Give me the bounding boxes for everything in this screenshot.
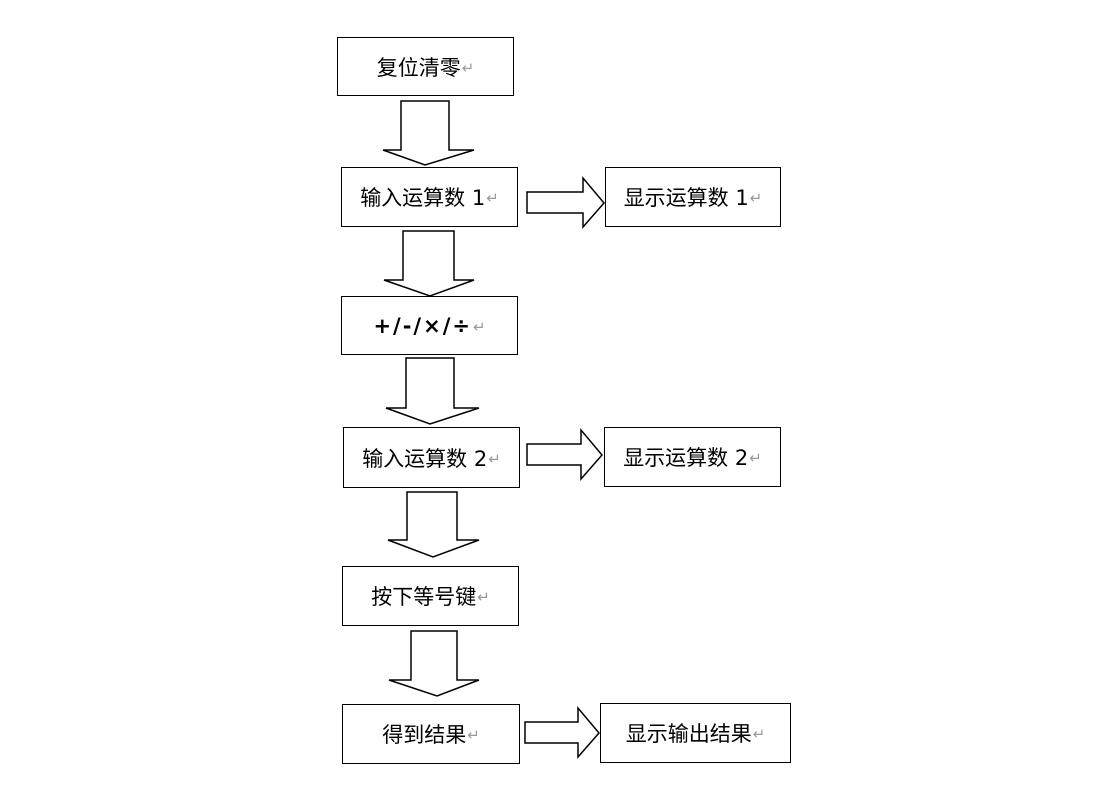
node-operator-label: +/-/×/÷ bbox=[373, 313, 472, 338]
node-display-result-label: 显示输出结果 bbox=[625, 722, 752, 746]
return-mark: ↵ bbox=[477, 588, 490, 606]
return-mark: ↵ bbox=[488, 449, 501, 468]
arrow-input1-to-display1 bbox=[526, 175, 605, 229]
node-operator: +/-/×/÷↵ bbox=[341, 296, 518, 355]
return-mark: ↵ bbox=[472, 317, 486, 336]
node-input2-label: 输入运算数 2 bbox=[362, 446, 488, 471]
arrow-input2-to-equals bbox=[387, 491, 480, 558]
node-display2-label: 显示运算数 2 bbox=[623, 446, 749, 470]
return-mark: ↵ bbox=[752, 725, 766, 743]
return-mark: ↵ bbox=[467, 726, 480, 744]
node-result-label: 得到结果 bbox=[382, 723, 467, 747]
arrow-operator-to-input2 bbox=[385, 357, 480, 425]
node-equals-label: 按下等号键 bbox=[371, 585, 477, 609]
node-equals: 按下等号键↵ bbox=[342, 566, 519, 626]
node-reset-label: 复位清零 bbox=[376, 55, 461, 80]
return-mark: ↵ bbox=[486, 189, 499, 207]
node-display1: 显示运算数 1↵ bbox=[605, 167, 781, 227]
node-input1: 输入运算数 1↵ bbox=[341, 167, 518, 227]
arrow-input1-to-operator bbox=[383, 230, 475, 297]
node-input2: 输入运算数 2↵ bbox=[343, 427, 520, 488]
arrow-equals-to-result bbox=[388, 630, 480, 697]
return-mark: ↵ bbox=[749, 189, 763, 207]
arrow-reset-to-input1 bbox=[382, 100, 475, 166]
arrow-result-to-display-result bbox=[524, 705, 600, 759]
node-reset: 复位清零↵ bbox=[337, 37, 514, 96]
arrow-input2-to-display2 bbox=[526, 427, 603, 481]
node-display1-label: 显示运算数 1 bbox=[623, 186, 749, 210]
node-display2: 显示运算数 2↵ bbox=[604, 427, 781, 487]
node-result: 得到结果↵ bbox=[342, 704, 520, 764]
node-input1-label: 输入运算数 1 bbox=[360, 186, 486, 210]
node-display-result: 显示输出结果↵ bbox=[600, 703, 791, 763]
return-mark: ↵ bbox=[461, 58, 475, 77]
return-mark: ↵ bbox=[749, 449, 762, 467]
